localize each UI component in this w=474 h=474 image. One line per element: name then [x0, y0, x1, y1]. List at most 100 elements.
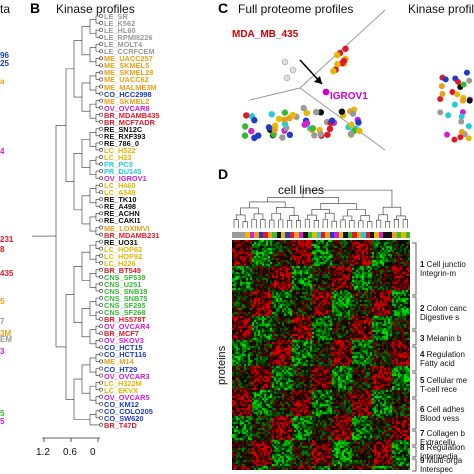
cell-line-color-cell: [267, 232, 273, 238]
pca-point: [311, 132, 318, 139]
pca-point: [281, 58, 289, 66]
kinase-label-re-rxf393: RE_RXF393: [104, 131, 146, 141]
kinase-label-le-molt4: LE_MOLT4: [104, 40, 143, 50]
panel-a-fragment-label: a: [0, 77, 5, 86]
kinase-label-lc-h226: LC_H226: [104, 258, 136, 268]
panel-a-fragment-label: 96: [0, 51, 9, 60]
arrow-head: [314, 76, 322, 84]
igrov1-point: [322, 88, 330, 96]
cell-line-color-cell: [236, 232, 242, 238]
cell-line-color-cell: [325, 232, 331, 238]
kinase-pca-point: [437, 109, 444, 116]
cluster-term-2: Digestive s: [420, 313, 460, 322]
cell-line-color-cell: [312, 232, 317, 238]
cluster-number: 9: [420, 456, 425, 465]
kinase-label-ov-igrov1: OV_IGROV1: [104, 174, 147, 184]
kinase-pca-point: [445, 112, 452, 119]
pca-point: [289, 66, 297, 74]
cluster-term: Regulation: [424, 350, 465, 359]
cell-line-branch: [322, 219, 328, 228]
panel-d-letter: D: [218, 166, 229, 182]
kinase-label-lc-hop62: LC_HOP62: [104, 244, 143, 254]
kinase-label-lc-ekvx: LC_EKVX: [104, 385, 139, 395]
kinase-pca-point: [449, 89, 456, 96]
cell-line-color-cell: [387, 232, 393, 238]
pca-point: [241, 132, 249, 139]
kinase-label-lc-h322m: LC_H322M: [104, 378, 142, 388]
cluster-annotation-8: 8 Regulation Intermedia: [420, 443, 465, 461]
kinase-label-lc-h460: LC_H460: [104, 181, 136, 191]
panel-a-fragment-label: 5: [0, 409, 5, 418]
cell-line-color-cell: [258, 232, 264, 238]
kinase-label-cns-snb75: CNS_SNB75: [104, 294, 148, 303]
cell-line-color-cell: [307, 232, 313, 238]
cluster-bracket: [412, 398, 417, 430]
kinase-label-co-hcc2998: CO_HCC2998: [104, 89, 152, 99]
kinase-label-br-t47d: BR_T47D: [104, 420, 137, 430]
axis-tick-label: 1.2: [36, 447, 50, 458]
cluster-annotation-4: 4 Regulation Fatty acid: [420, 350, 465, 368]
cell-line-branch: [271, 213, 282, 221]
kinase-label-ov-ovcar4: OV_OVCAR4: [104, 322, 150, 332]
pca-point: [300, 104, 307, 112]
cell-line-color-cell: [401, 232, 406, 238]
mda-mb-435-label: MDA_MB_435: [232, 29, 299, 40]
panel-c-title-2: Kinase profiles: [408, 2, 474, 16]
cell-line-color-cell: [374, 232, 380, 238]
pca-point: [283, 74, 291, 82]
cell-line-color-cell: [316, 232, 322, 238]
kinase-pca-point: [451, 101, 458, 108]
kinase-pca-point: [466, 77, 473, 84]
cluster-bracket: [412, 372, 417, 398]
cell-line-color-cell: [369, 232, 375, 238]
cluster-bracket: [412, 330, 417, 346]
cell-line-branch: [302, 189, 393, 208]
kinase-label-me-uacc257: ME_UACC257: [104, 54, 153, 64]
cluster-term-2: Integrin-m: [420, 269, 457, 278]
cell-line-color-cell: [285, 232, 291, 238]
pca-point: [248, 127, 255, 135]
kinase-label-br-mcf7: BR_MCF7: [104, 329, 139, 339]
kinase-label-pr-pc3: PR_PC3: [104, 160, 133, 170]
cell-line-branch: [267, 197, 339, 204]
cell-line-branch: [296, 220, 302, 228]
pca-point: [356, 127, 363, 135]
cluster-annotation-6: 6 Cell adhes Blood vess: [420, 405, 464, 423]
cluster-term: Regulation: [424, 443, 465, 452]
pca-point: [340, 57, 348, 65]
cluster-number: 5: [420, 376, 425, 385]
kinase-label-le-rpmi8226: LE_RPMI8226: [104, 33, 153, 43]
kinase-label-co-colo205: CO_COLO205: [104, 406, 153, 416]
pca-point: [289, 111, 296, 119]
panel-a-title-tail: ta: [0, 2, 11, 16]
panel-a-fragment-label: 5: [0, 417, 5, 426]
panel-b-title: Kinase profiles: [56, 2, 135, 16]
panel-a-fragment-label: EM: [0, 335, 12, 344]
kinase-label-le-ccrfcem: LE_CCRFCEM: [104, 47, 155, 57]
kinase-label-cns-snb19: CNS_SNB19: [104, 286, 148, 296]
pca-point: [281, 116, 288, 123]
cell-line-color-cell: [276, 232, 282, 238]
kinase-pca-point: [454, 91, 461, 98]
cluster-term-2: Interspec: [420, 465, 453, 474]
panel-a-fragment-label: 3: [0, 347, 5, 356]
panel-c-letter: C: [218, 0, 229, 16]
pca-point: [275, 115, 283, 123]
panel-a-fragment-label: 25: [0, 59, 9, 68]
kinase-label-re-achn: RE_ACHN: [104, 209, 140, 219]
cell-line-branch: [402, 219, 408, 228]
kinase-label-co-hct15: CO_HCT15: [104, 343, 143, 353]
pca-point: [349, 110, 357, 117]
pca-point: [338, 108, 346, 115]
cell-line-color-cell: [356, 232, 362, 238]
kinase-label-lc-hop92: LC_HOP92: [104, 251, 143, 261]
kinase-pca-point: [458, 128, 465, 135]
cell-line-color-cell: [338, 232, 344, 238]
cluster-bracket: [412, 242, 417, 296]
cell-line-branch: [233, 219, 239, 228]
cell-line-color-cell: [298, 232, 304, 238]
kinase-label-co-sw620: CO_SW620: [104, 413, 144, 423]
kinase-pca-point: [451, 136, 458, 143]
